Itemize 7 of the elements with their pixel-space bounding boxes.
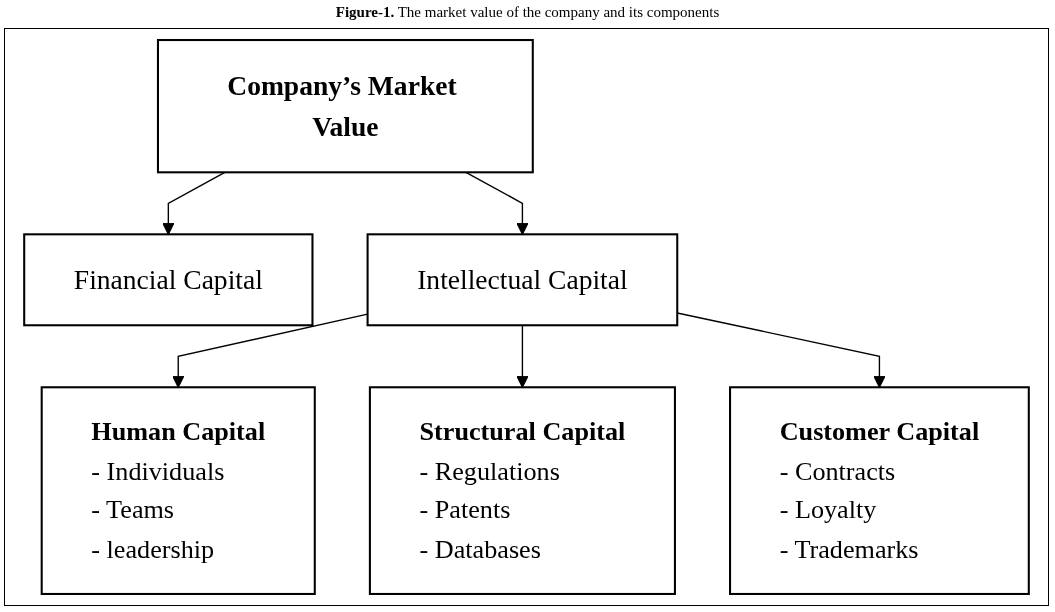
node-box: Intellectual Capital [366, 233, 679, 327]
node-box: Financial Capital [23, 233, 314, 327]
node-box: Human Capital - Individuals - Teams - leadership [40, 386, 316, 595]
node-box: Customer Capital - Contracts - Loyalty - Trademarks [729, 386, 1030, 595]
node-box: Company’s Market Value [156, 39, 534, 174]
figure-title: Figure-1. The market value of the company and its components [334, 4, 721, 21]
node-box: Structural Capital - Regulations - Patents - Databases [368, 386, 676, 595]
